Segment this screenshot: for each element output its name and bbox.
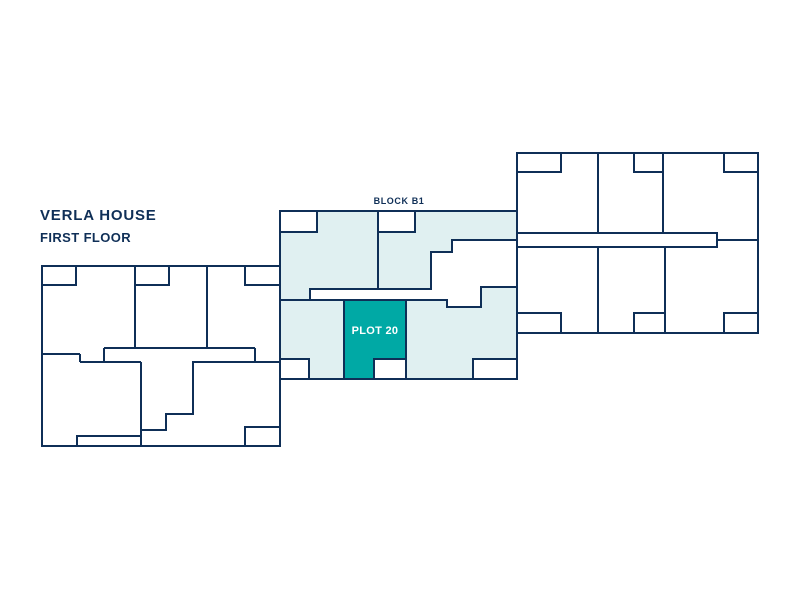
block-label: BLOCK B1	[374, 196, 425, 206]
plot-label[interactable]: PLOT 20	[352, 325, 399, 337]
block-right-corridor	[516, 232, 718, 248]
block-left	[41, 265, 281, 447]
block-right	[516, 152, 759, 334]
building-name: VERLA HOUSE	[40, 207, 157, 224]
block-b1	[279, 210, 518, 380]
floor-name: FIRST FLOOR	[40, 230, 132, 245]
